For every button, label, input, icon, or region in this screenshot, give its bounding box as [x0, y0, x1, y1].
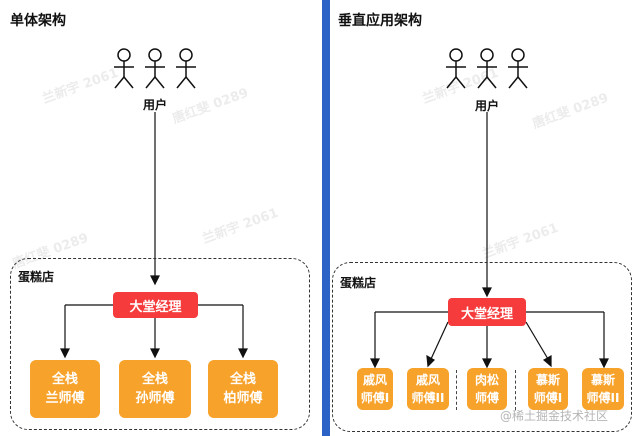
chef-box: 戚风 师傅II [407, 368, 449, 410]
left-panel: 单体架构 兰新宇 2061 唐红斐 0289 唐红斐 0289 兰新宇 2061 [10, 13, 310, 430]
footer-watermark: @稀土掘金技术社区 [500, 409, 609, 423]
user-icon [446, 48, 466, 89]
chef-box: 慕斯 师傅I [528, 368, 568, 410]
manager-box: 大堂经理 [448, 298, 526, 326]
chef-line1: 全栈 [141, 372, 168, 387]
chef-line1: 全栈 [51, 372, 78, 387]
chef-line2: 孙师傅 [135, 391, 175, 406]
user-icon [145, 48, 165, 89]
group-separator [515, 370, 516, 410]
chef-box: 全栈 兰师傅 [30, 360, 100, 418]
chef-line2: 柏师傅 [223, 391, 263, 406]
chef-line2: 兰师傅 [45, 391, 85, 406]
panel-divider [322, 0, 330, 436]
chef-line2: 师傅 [474, 391, 499, 405]
chef-box: 全栈 柏师傅 [208, 360, 278, 418]
right-connectors [370, 48, 609, 369]
cake-shop-boundary [332, 262, 632, 432]
cake-shop-boundary [10, 258, 310, 430]
chef-box: 全栈 孙师傅 [119, 360, 191, 418]
chef-line2: 师傅II [586, 391, 620, 405]
manager-box: 大堂经理 [113, 292, 198, 318]
users-label: 用户 [142, 98, 167, 112]
shop-label: 蛋糕店 [340, 276, 377, 290]
chef-line2: 师傅II [411, 391, 445, 405]
user-icon [477, 48, 497, 89]
user-icon-group [114, 48, 196, 89]
user-icon [114, 48, 134, 89]
users-label: 用户 [474, 99, 499, 113]
chef-line2: 师傅I [360, 391, 390, 405]
chef-line1: 戚风 [415, 373, 440, 387]
shop-label: 蛋糕店 [18, 270, 55, 284]
right-panel: 垂直应用架构 兰新宇 2061 唐红斐 0289 兰新宇 2061 [330, 0, 638, 436]
left-connectors [60, 48, 248, 359]
left-title: 单体架构 [10, 13, 66, 29]
chef-line1: 全栈 [229, 372, 256, 387]
chef-line1: 戚风 [362, 373, 387, 387]
chef-line1: 肉松 [474, 373, 499, 387]
chef-line2: 师傅I [533, 391, 563, 405]
chef-box: 肉松 师傅 [467, 368, 507, 410]
group-separator [456, 370, 457, 410]
chef-box: 慕斯 师傅II [582, 368, 624, 410]
user-icon [176, 48, 196, 89]
user-icon [508, 48, 528, 89]
right-title: 垂直应用架构 [338, 13, 422, 29]
chef-line1: 慕斯 [590, 373, 615, 387]
chef-line1: 慕斯 [535, 373, 560, 387]
chef-box: 戚风 师傅I [357, 368, 393, 410]
